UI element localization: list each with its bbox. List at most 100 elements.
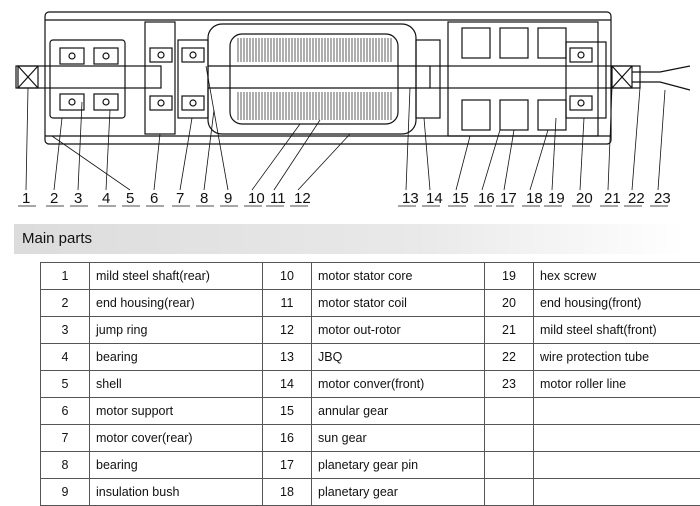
part-name: insulation bush [90,479,263,506]
motor-stator-coil [238,38,391,120]
callout-11: 11 [270,190,286,207]
callout-14: 14 [426,190,443,207]
part-number: 23 [485,371,534,398]
leader-line [180,118,192,190]
callout-13: 13 [402,190,419,207]
planetary-gear-top-1 [462,28,490,58]
callout-6: 6 [150,190,158,207]
part-name: mild steel shaft(front) [534,317,700,344]
part-number: 5 [41,371,90,398]
callout-22: 22 [628,190,645,207]
callout-21: 21 [604,190,621,207]
callout-19: 19 [548,190,565,207]
part-number: 22 [485,344,534,371]
part-name [534,398,700,425]
part-name: bearing [90,452,263,479]
part-name: motor cover(rear) [90,425,263,452]
shaft-front [430,66,640,88]
callout-8: 8 [200,190,208,207]
part-name [534,425,700,452]
part-number [485,479,534,506]
part-name: motor support [90,398,263,425]
part-number: 11 [263,290,312,317]
leader-line [504,130,514,190]
leader-line [154,134,160,190]
part-name: hex screw [534,263,700,290]
planetary-gear-top-3 [538,28,566,58]
part-name: planetary gear [312,479,485,506]
part-number [485,425,534,452]
part-number: 19 [485,263,534,290]
part-number: 6 [41,398,90,425]
section-title: Main parts [22,230,92,247]
part-number: 1 [41,263,90,290]
callout-5: 5 [126,190,134,207]
part-number: 14 [263,371,312,398]
part-number: 20 [485,290,534,317]
part-name: annular gear [312,398,485,425]
part-name: jump ring [90,317,263,344]
motor-cover-front [416,40,440,118]
leader-line [26,88,28,190]
part-name: end housing(rear) [90,290,263,317]
callout-20: 20 [576,190,593,207]
leader-line [632,88,640,190]
part-name: motor stator coil [312,290,485,317]
part-number: 8 [41,452,90,479]
gearbox-housing [448,22,598,136]
part-name: motor roller line [534,371,700,398]
planetary-gear-top-2 [500,28,528,58]
bearing-rear-bot-2 [94,94,118,110]
part-number: 13 [263,344,312,371]
part-name: motor out-rotor [312,317,485,344]
callout-9: 9 [224,190,232,207]
leader-line [530,130,548,190]
bearing-rear-bot-1 [60,94,84,110]
part-name: mild steel shaft(rear) [90,263,263,290]
part-number [485,452,534,479]
callout-2: 2 [50,190,58,207]
wire-protection-tube [632,66,690,90]
leader-line [78,102,82,190]
part-name [534,479,700,506]
leader-line [106,110,110,190]
leader-line [482,130,500,190]
leader-line [658,90,665,190]
part-name: end housing(front) [534,290,700,317]
part-number: 2 [41,290,90,317]
planetary-gear-bot-1 [462,100,490,130]
callout-1: 1 [22,190,30,207]
leader-line [580,118,584,190]
part-number: 4 [41,344,90,371]
part-number: 18 [263,479,312,506]
part-name: bearing [90,344,263,371]
part-number [485,398,534,425]
part-number: 10 [263,263,312,290]
part-number: 15 [263,398,312,425]
callout-17: 17 [500,190,517,207]
part-name: motor stator core [312,263,485,290]
callout-12: 12 [294,190,311,207]
end-housing-rear [50,40,125,118]
part-name: JBQ [312,344,485,371]
part-name: planetary gear pin [312,452,485,479]
callout-3: 3 [74,190,82,207]
leader-line [552,118,556,190]
end-housing-front [566,42,606,118]
leader-line [54,118,62,190]
part-number: 3 [41,317,90,344]
callout-10: 10 [248,190,265,207]
leader-line [274,120,320,190]
part-number: 12 [263,317,312,344]
section-banner: Main parts [14,224,686,254]
part-name: wire protection tube [534,344,700,371]
planetary-gear-bot-3 [538,100,566,130]
